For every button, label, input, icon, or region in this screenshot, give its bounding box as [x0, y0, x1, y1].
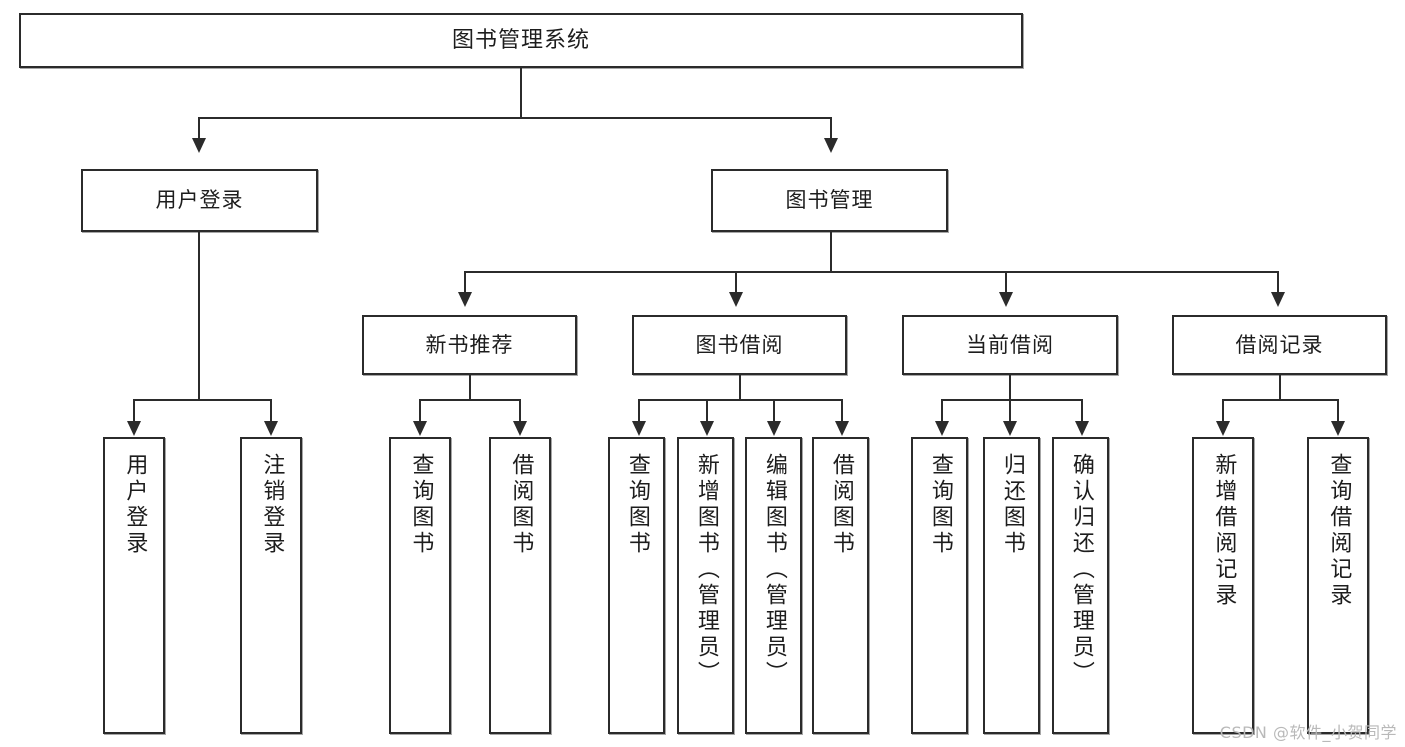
- connector-new-book-drop-1: [419, 399, 421, 422]
- node-label: 新增借阅记录: [1211, 453, 1237, 609]
- node-label: 用户登录: [122, 453, 148, 557]
- leaf-user-login[interactable]: 用户登录: [103, 437, 165, 734]
- node-label: 借阅图书: [508, 453, 534, 557]
- connector-borrow-record-stem: [1279, 375, 1281, 400]
- leaf-current-borrow-return-books[interactable]: 归还图书: [983, 437, 1040, 734]
- connector-book-borrow-drop-4: [841, 399, 843, 422]
- leaf-borrow-record-add-record[interactable]: 新增借阅记录: [1192, 437, 1254, 734]
- arrowhead-book-borrow-leaf-1: [632, 421, 646, 436]
- leaf-book-borrow-edit-book-admin[interactable]: 编辑图书（管理员）: [745, 437, 802, 734]
- leaf-book-borrow-borrow-books[interactable]: 借阅图书: [812, 437, 869, 734]
- connector-book-mgmt-stem: [830, 232, 832, 272]
- connector-borrow-record-drop-2: [1337, 399, 1339, 422]
- connector-book-mgmt-drop-1: [464, 271, 466, 293]
- connector-current-borrow-drop-1: [941, 399, 943, 422]
- connector-book-borrow-drop-2: [706, 399, 708, 422]
- connector-root-bus: [198, 117, 832, 119]
- node-root-book-management-system[interactable]: 图书管理系统: [19, 13, 1023, 68]
- node-new-book-recommendation[interactable]: 新书推荐: [362, 315, 577, 375]
- connector-user-login-bus: [133, 399, 272, 401]
- connector-book-borrow-stem: [739, 375, 741, 400]
- node-label: 查询图书: [927, 453, 953, 557]
- connector-book-mgmt-drop-3: [1005, 271, 1007, 293]
- leaf-borrow-record-query-record[interactable]: 查询借阅记录: [1307, 437, 1369, 734]
- arrowhead-current-borrow-leaf-3: [1075, 421, 1089, 436]
- arrowhead-borrow-record-leaf-2: [1331, 421, 1345, 436]
- node-label: 归还图书: [999, 453, 1025, 557]
- leaf-book-borrow-query-books[interactable]: 查询图书: [608, 437, 665, 734]
- node-label: 编辑图书（管理员）: [761, 453, 787, 687]
- connector-book-mgmt-drop-2: [735, 271, 737, 293]
- node-user-login[interactable]: 用户登录: [81, 169, 318, 232]
- arrowhead-to-book-borrow: [729, 292, 743, 307]
- connector-root-drop-left: [198, 117, 200, 139]
- arrowhead-to-current-borrow: [999, 292, 1013, 307]
- connector-current-borrow-drop-2: [1009, 399, 1011, 422]
- node-book-management[interactable]: 图书管理: [711, 169, 948, 232]
- arrowhead-user-login-leaf-2: [264, 421, 278, 436]
- connector-book-mgmt-bus: [464, 271, 1279, 273]
- arrowhead-current-borrow-leaf-2: [1003, 421, 1017, 436]
- connector-new-book-stem: [469, 375, 471, 400]
- node-label: 当前借阅: [966, 332, 1054, 357]
- node-label: 新书推荐: [425, 332, 514, 357]
- node-label: 借阅记录: [1235, 332, 1324, 357]
- connector-root-stem: [520, 68, 522, 118]
- connector-borrow-record-bus: [1222, 399, 1339, 401]
- connector-current-borrow-stem: [1009, 375, 1011, 400]
- node-label: 用户登录: [155, 188, 244, 213]
- node-label: 借阅图书: [828, 453, 854, 557]
- arrowhead-new-book-leaf-2: [513, 421, 527, 436]
- arrowhead-to-new-book: [458, 292, 472, 307]
- node-label: 图书管理: [785, 188, 874, 213]
- connector-borrow-record-drop-1: [1222, 399, 1224, 422]
- connector-user-login-drop-2: [270, 399, 272, 422]
- node-label: 确认归还（管理员）: [1068, 453, 1094, 687]
- arrowhead-new-book-leaf-1: [413, 421, 427, 436]
- node-label: 查询图书: [408, 453, 434, 557]
- node-label: 查询借阅记录: [1326, 453, 1352, 609]
- arrowhead-user-login-leaf-1: [127, 421, 141, 436]
- arrowhead-current-borrow-leaf-1: [935, 421, 949, 436]
- arrowhead-to-user-login: [192, 138, 206, 153]
- connector-book-borrow-drop-1: [638, 399, 640, 422]
- leaf-logout[interactable]: 注销登录: [240, 437, 302, 734]
- leaf-current-borrow-query-books[interactable]: 查询图书: [911, 437, 968, 734]
- arrowhead-to-borrow-record: [1271, 292, 1285, 307]
- node-borrow-record[interactable]: 借阅记录: [1172, 315, 1387, 375]
- node-label: 新增图书（管理员）: [693, 453, 719, 687]
- arrowhead-book-borrow-leaf-2: [700, 421, 714, 436]
- node-label: 图书借阅: [695, 332, 784, 357]
- connector-current-borrow-drop-3: [1081, 399, 1083, 422]
- node-book-borrow[interactable]: 图书借阅: [632, 315, 847, 375]
- node-label: 查询图书: [624, 453, 650, 557]
- leaf-book-borrow-add-book-admin[interactable]: 新增图书（管理员）: [677, 437, 734, 734]
- connector-user-login-drop-1: [133, 399, 135, 422]
- arrowhead-to-book-management: [824, 138, 838, 153]
- csdn-watermark: CSDN @软件_小贺同学: [1219, 723, 1397, 742]
- connector-root-drop-right: [830, 117, 832, 139]
- node-current-borrow[interactable]: 当前借阅: [902, 315, 1118, 375]
- connector-new-book-bus: [419, 399, 521, 401]
- connector-current-borrow-bus: [941, 399, 1083, 401]
- node-label: 图书管理系统: [451, 27, 590, 53]
- arrowhead-book-borrow-leaf-4: [835, 421, 849, 436]
- leaf-new-book-query-books[interactable]: 查询图书: [389, 437, 451, 734]
- arrowhead-borrow-record-leaf-1: [1216, 421, 1230, 436]
- connector-new-book-drop-2: [519, 399, 521, 422]
- arrowhead-book-borrow-leaf-3: [767, 421, 781, 436]
- leaf-new-book-borrow-books[interactable]: 借阅图书: [489, 437, 551, 734]
- connector-book-borrow-drop-3: [773, 399, 775, 422]
- connector-book-borrow-bus: [638, 399, 843, 401]
- connector-user-login-stem: [198, 232, 200, 400]
- node-label: 注销登录: [259, 453, 285, 557]
- connector-book-mgmt-drop-4: [1277, 271, 1279, 293]
- leaf-current-borrow-confirm-return-admin[interactable]: 确认归还（管理员）: [1052, 437, 1109, 734]
